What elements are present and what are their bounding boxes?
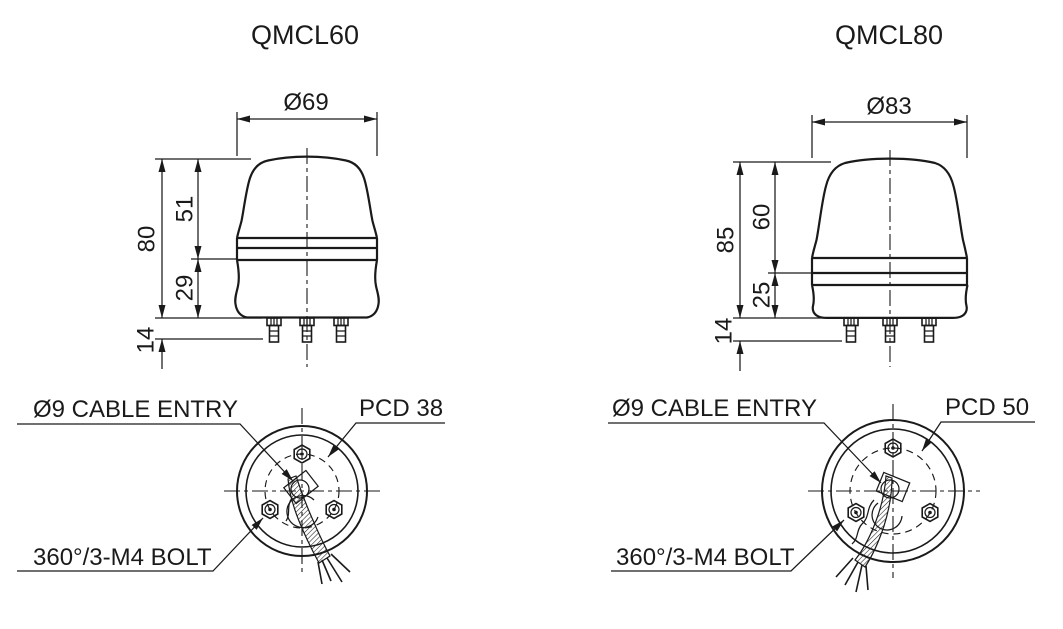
model-title-qmcl80: QMCL80 — [835, 20, 943, 50]
wire-tip — [330, 553, 351, 573]
wire-tip — [326, 557, 343, 583]
bolt-hex — [261, 499, 279, 520]
bolt-hex — [921, 502, 939, 523]
qmcl60-bottom-view: Ø9 CABLE ENTRY PCD 38 360°/3-M4 BOLT — [17, 395, 445, 585]
qmcl80-bottom-view: Ø9 CABLE ENTRY PCD 50 360°/3-M4 BOLT — [608, 394, 1035, 593]
label-pcd-qmcl60: PCD 38 — [359, 395, 443, 422]
mounting-bolt — [843, 317, 859, 343]
leader-line-bolt — [611, 519, 845, 572]
label-pcd-qmcl80: PCD 50 — [945, 394, 1029, 421]
qmcl80-drawing: QMCL80 Ø83 85 60 25 14 — [608, 20, 1035, 593]
qmcl60-drawing: QMCL60 Ø69 80 51 29 14 — [17, 20, 445, 585]
dim-lens-height-qmcl80: 60 — [749, 204, 776, 231]
wire-tip — [321, 559, 332, 582]
label-cable-entry-qmcl60: Ø9 CABLE ENTRY — [33, 396, 238, 423]
leader-line-pcd — [921, 421, 1035, 452]
label-cable-entry-qmcl80: Ø9 CABLE ENTRY — [612, 395, 817, 422]
label-bolt-qmcl60: 360°/3-M4 BOLT — [33, 544, 212, 571]
leader-line-cable-entry — [17, 423, 294, 482]
qmcl80-front-view: Ø83 85 60 25 14 — [711, 93, 969, 371]
wire-tip — [855, 564, 863, 593]
wire-tip — [835, 557, 854, 578]
wire-tip — [844, 561, 859, 586]
dim-diameter-qmcl60: Ø69 — [283, 89, 328, 116]
bolt-hex — [293, 444, 311, 464]
wire-tip — [865, 565, 869, 591]
mounting-bolt — [333, 317, 349, 343]
leader-line-pcd — [327, 422, 445, 458]
cable-entry-detail — [282, 469, 351, 585]
dim-total-height-qmcl80: 85 — [713, 227, 740, 254]
dim-bolt-length-qmcl60: 14 — [133, 327, 160, 354]
label-bolt-qmcl80: 360°/3-M4 BOLT — [616, 544, 795, 571]
mounting-bolt — [921, 317, 937, 343]
wire-tip — [317, 561, 323, 585]
bolt-hex — [325, 499, 343, 520]
bolt-hex — [847, 502, 865, 523]
mounting-bolt — [266, 317, 282, 343]
cable-bundle — [287, 475, 331, 564]
leader-line-bolt — [17, 517, 264, 572]
dim-bolt-length-qmcl80: 14 — [711, 318, 738, 345]
dim-base-height-qmcl60: 29 — [172, 275, 199, 302]
leader-line-cable-entry — [608, 422, 882, 484]
qmcl60-front-view: Ø69 80 51 29 14 — [133, 89, 380, 369]
dim-lens-height-qmcl60: 51 — [172, 196, 199, 223]
wire-strand — [285, 497, 293, 522]
dim-total-height-qmcl60: 80 — [134, 226, 161, 253]
model-title-qmcl60: QMCL60 — [251, 20, 359, 50]
cable-entry-detail — [835, 471, 911, 593]
dim-diameter-qmcl80: Ø83 — [866, 93, 911, 120]
wire-strand — [851, 499, 875, 545]
bolt-hex — [884, 438, 902, 458]
dim-base-height-qmcl80: 25 — [749, 282, 776, 309]
cable-bundle — [854, 475, 893, 568]
